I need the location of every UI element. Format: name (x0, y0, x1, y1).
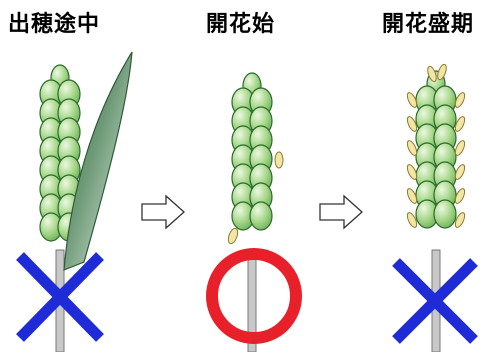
grain (434, 200, 456, 228)
grain (250, 202, 272, 230)
arrow-right-icon (142, 196, 184, 228)
grain-cluster (232, 73, 272, 230)
arrow-right-icon (320, 196, 362, 228)
spike-flowering-start (227, 73, 283, 352)
grain-cluster (416, 71, 456, 228)
